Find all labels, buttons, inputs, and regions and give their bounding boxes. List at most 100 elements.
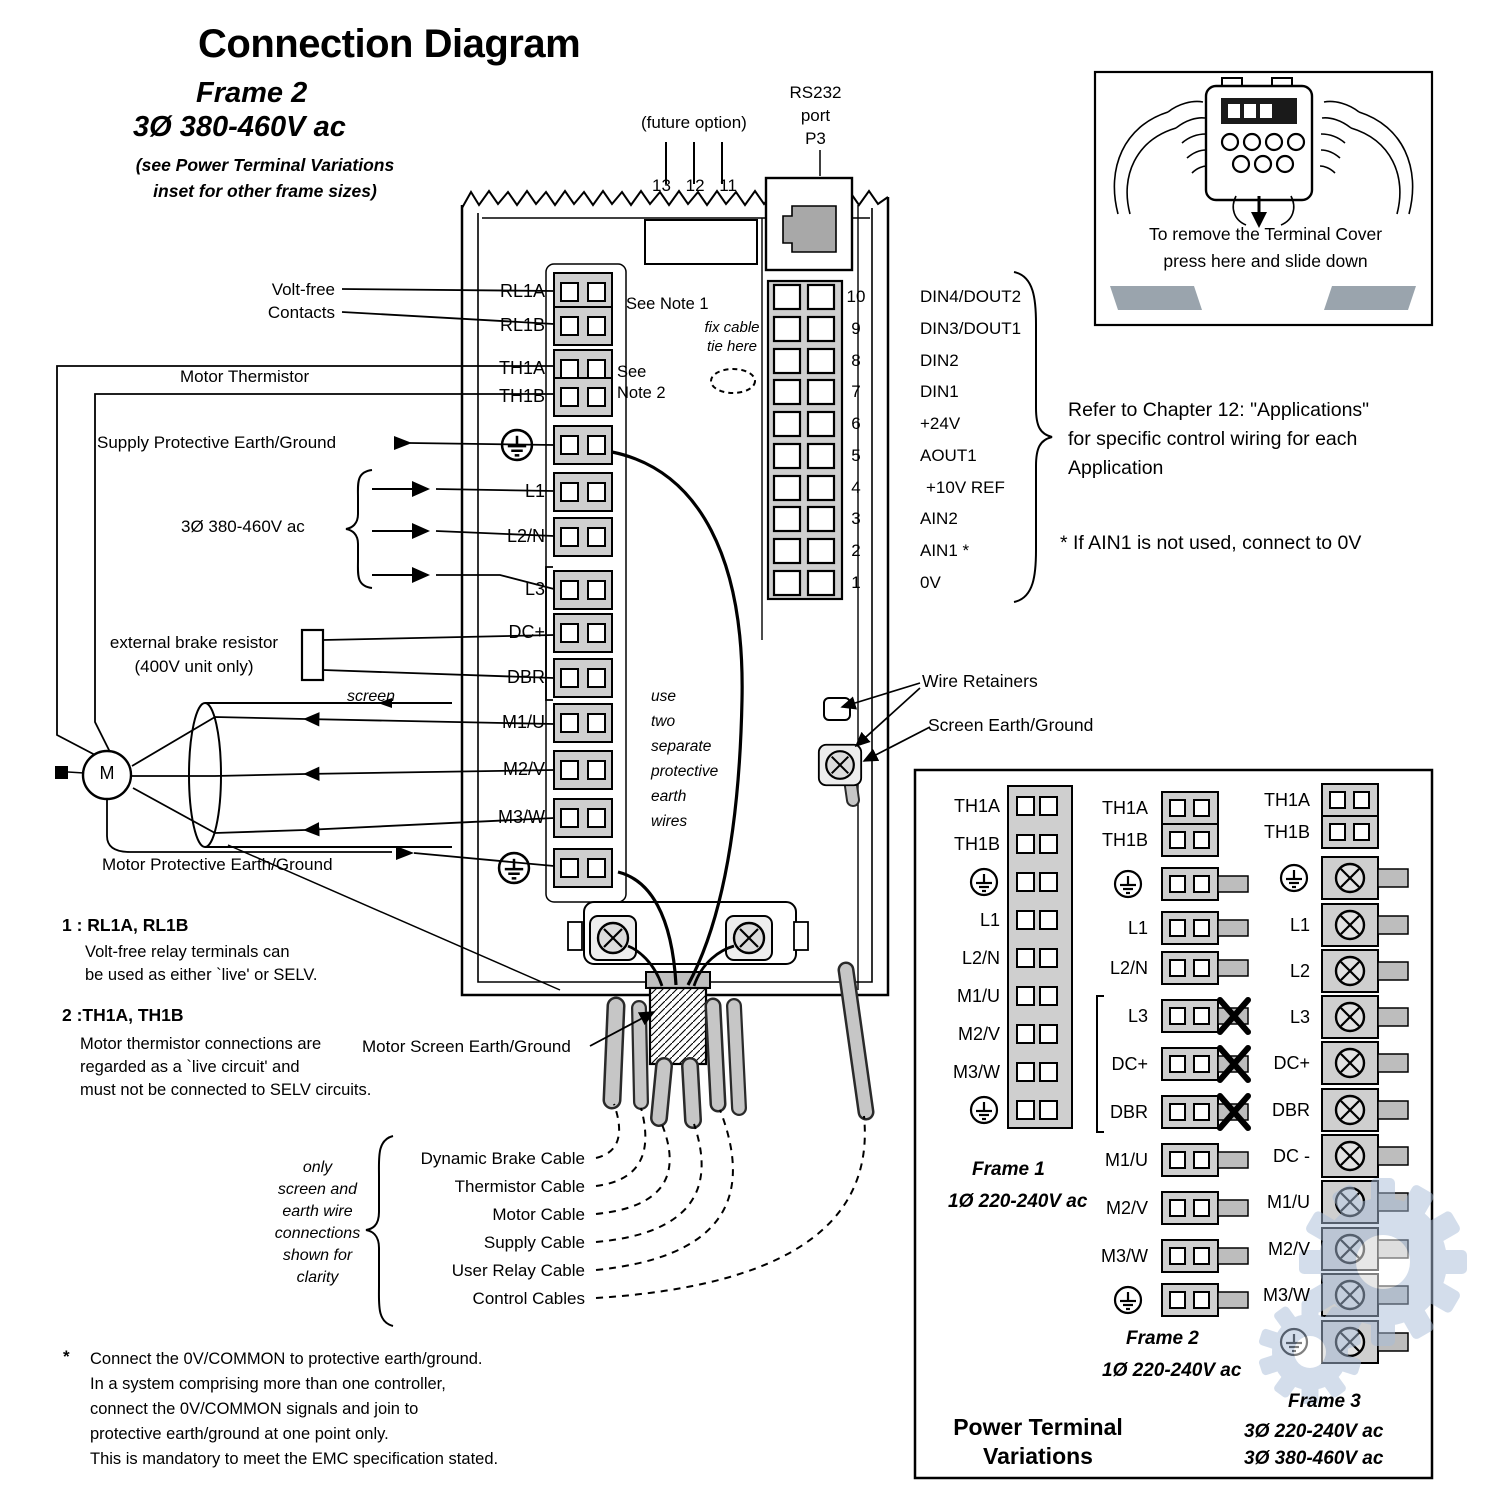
watermark-gear-icon — [1258, 1178, 1467, 1404]
f2-label-l3: L3 — [1127, 1006, 1148, 1026]
earth-screw — [724, 914, 774, 962]
control-number: 5 — [851, 446, 861, 465]
cable-label-user-relay: User Relay Cable — [451, 1261, 585, 1280]
terminal-label-rl1b: RL1B — [499, 315, 545, 335]
terminal-label-m2v: M2/V — [502, 759, 545, 779]
frame2-voltage: 1Ø 220-240V ac — [1102, 1360, 1242, 1381]
terminal-label-m3w: M3/W — [498, 807, 545, 827]
terminal-block — [553, 570, 613, 610]
frame2-name: Frame 2 — [1126, 1328, 1199, 1349]
motor-screen-earth-leader — [589, 1011, 656, 1047]
dc-group-bracket — [545, 566, 553, 701]
future-option-slot — [644, 219, 758, 265]
contacts-label: Contacts — [267, 303, 335, 322]
f3-label-l1: L1 — [1289, 915, 1310, 935]
slide-pad — [1110, 286, 1202, 310]
f3-label-dbr: DBR — [1271, 1100, 1310, 1120]
terminal-block — [553, 517, 613, 557]
cable-label-dynamic-brake: Dynamic Brake Cable — [420, 1149, 585, 1168]
control-label-din3: DIN3/DOUT1 — [920, 319, 1022, 338]
terminal-block — [553, 306, 613, 346]
frame3-voltage-1: 3Ø 220-240V ac — [1244, 1421, 1384, 1442]
terminal-label-rl1a: RL1A — [499, 281, 545, 301]
earth-ground-icon — [1113, 1285, 1143, 1315]
control-number: 2 — [851, 541, 861, 560]
brake-resistor-label: external brake resistor (400V unit only) — [109, 633, 279, 676]
supply-voltage-label: 3Ø 380-460V ac — [181, 517, 305, 536]
frame1-name: Frame 1 — [972, 1159, 1045, 1180]
f2-label-m1u: M1/U — [1104, 1150, 1148, 1170]
f3-label-th1b: TH1B — [1263, 822, 1310, 842]
arrow-icon — [396, 846, 414, 860]
terminal-cover-inset — [1093, 70, 1434, 327]
down-arrow-icon — [1251, 212, 1267, 228]
cable-label-supply: Supply Cable — [483, 1233, 585, 1252]
terminal-block — [553, 658, 613, 698]
terminal-label-th1b: TH1B — [498, 386, 545, 406]
control-label-24v: +24V — [920, 414, 961, 433]
control-label-ain1: AIN1 * — [920, 541, 970, 560]
ain1-note: * If AIN1 is not used, connect to 0V — [1060, 532, 1362, 554]
control-number: 3 — [851, 509, 861, 528]
cable-label-control: Control Cables — [472, 1289, 585, 1308]
control-number: 10 — [846, 287, 866, 306]
volt-free-label: Volt-free — [271, 280, 335, 299]
f3-label-m3w: M3/W — [1263, 1285, 1310, 1305]
hands-illustration — [1113, 100, 1414, 226]
f2-label-dbr: DBR — [1109, 1102, 1148, 1122]
control-label-din4: DIN4/DOUT2 — [920, 287, 1022, 306]
terminal-label-m1u: M1/U — [501, 712, 545, 732]
terminal-label-dcplus: DC+ — [508, 622, 545, 642]
cover-note: To remove the Terminal Cover press here … — [1148, 224, 1383, 271]
motor-thermistor-label: Motor Thermistor — [180, 367, 310, 386]
control-number: 9 — [851, 319, 861, 338]
rs232-port — [764, 150, 854, 272]
brake-resistor-symbol — [300, 628, 325, 682]
header-note: (see Power Terminal Variations inset for… — [135, 155, 395, 201]
f2-label-dcplus: DC+ — [1111, 1054, 1148, 1074]
terminal-block — [553, 613, 613, 653]
terminal-block — [553, 750, 613, 790]
frame3-name: Frame 3 — [1288, 1391, 1361, 1412]
variations-title: Power Terminal Variations — [953, 1414, 1123, 1469]
f1-label-l2n: L2/N — [961, 948, 1000, 968]
motor-earth-label: Motor Protective Earth/Ground — [102, 855, 333, 874]
f1-label-m3w: M3/W — [953, 1062, 1000, 1082]
dc-group-bracket — [1096, 995, 1104, 1133]
screen-earth-label: Screen Earth/Ground — [928, 715, 1094, 735]
control-number: 1 — [851, 573, 861, 592]
terminal-block — [553, 848, 613, 888]
terminal-block — [553, 272, 613, 312]
f1-label-m1u: M1/U — [956, 986, 1000, 1006]
motor-screen-earth-label: Motor Screen Earth/Ground — [362, 1037, 571, 1056]
terminal-label-dbr: DBR — [506, 667, 545, 687]
f3-label-l2: L2 — [1289, 961, 1310, 981]
f2-label-th1a: TH1A — [1101, 798, 1148, 818]
control-label-0v: 0V — [920, 573, 941, 592]
cable-screen — [188, 702, 222, 848]
terminal-block — [553, 377, 613, 417]
three-phase-brace — [345, 469, 373, 589]
frame3-voltage-2: 3Ø 380-460V ac — [1244, 1448, 1384, 1469]
f3-label-l3: L3 — [1289, 1007, 1310, 1027]
chapter-note: Refer to Chapter 12: "Applications" for … — [1068, 399, 1370, 479]
future-pins-label: 13 12 11 — [652, 176, 737, 195]
earth-wires-note: use two separate protective earth wires — [651, 688, 719, 830]
control-label-ain2: AIN2 — [920, 509, 958, 528]
control-label-din2: DIN2 — [920, 351, 959, 370]
f1-label-l1: L1 — [979, 910, 1000, 930]
control-number: 4 — [851, 478, 861, 497]
future-option-label: (future option) — [641, 113, 747, 132]
f2-label-l2n: L2/N — [1109, 958, 1148, 978]
control-number: 8 — [851, 351, 861, 370]
see-note-1: See Note 1 — [626, 295, 709, 313]
rs232-label: RS232 port P3 — [789, 83, 842, 148]
motor-and-cable — [55, 365, 561, 991]
note2-title: 2 :TH1A, TH1B — [62, 1005, 184, 1025]
terminal-block — [553, 703, 613, 743]
cable-label-motor: Motor Cable — [492, 1205, 585, 1224]
f3-label-m2v: M2/V — [1267, 1239, 1310, 1259]
control-terminal-strip — [766, 279, 844, 601]
